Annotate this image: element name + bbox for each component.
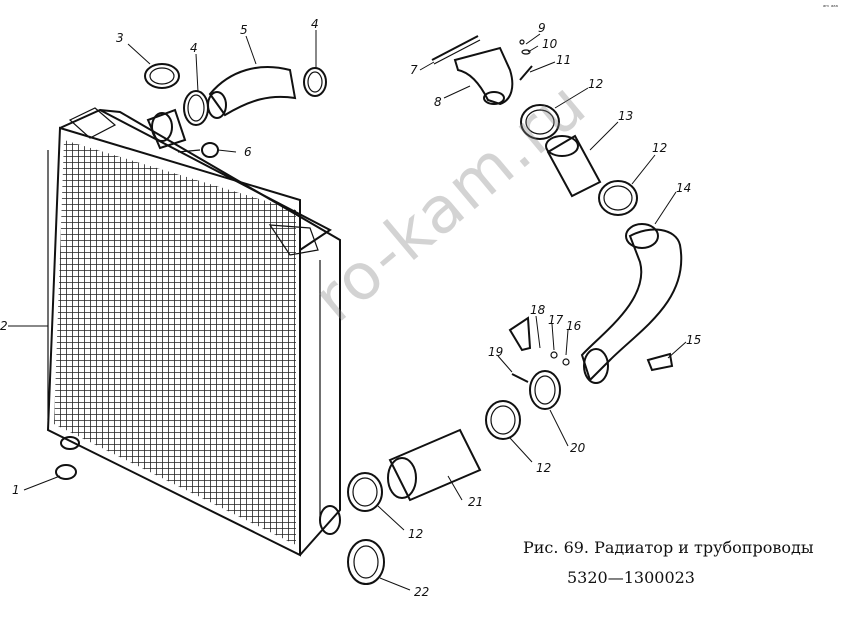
label-13: 13 [618, 109, 633, 123]
washers-16-17 [550, 351, 570, 366]
label-7: 7 [410, 63, 418, 77]
pipe-14 [580, 223, 683, 384]
hose-21 [387, 428, 482, 502]
label-11: 11 [556, 53, 571, 67]
clamp-12c [485, 400, 521, 440]
corner-mark: ᵃᵐ ᵃᵃᵃ [822, 4, 838, 11]
clamp-4a [183, 90, 209, 126]
label-12a: 12 [588, 77, 603, 91]
label-10: 10 [542, 37, 558, 51]
label-9: 9 [538, 21, 546, 35]
sleeve-22 [347, 539, 385, 585]
clamp-12d [347, 472, 383, 512]
caption-title: Рис. 69. Радиатор и трубопроводы [523, 538, 814, 557]
leader-lines [8, 30, 687, 591]
radiator-inlet-neck [146, 108, 187, 150]
clamp-12b [598, 180, 638, 216]
clamp-4b [303, 67, 327, 97]
label-1: 1 [12, 483, 20, 497]
bolt-19 [511, 373, 529, 383]
label-19: 19 [488, 345, 503, 359]
label-15: 15 [686, 333, 701, 347]
elbow-pipe-8 [453, 46, 514, 106]
label-16: 16 [566, 319, 582, 333]
gasket-7 [431, 35, 481, 65]
label-6: 6 [244, 145, 252, 159]
bolt-set [519, 39, 533, 81]
label-14: 14 [676, 181, 691, 195]
sleeve-13 [545, 134, 602, 198]
label-3: 3 [116, 31, 124, 45]
label-4a: 4 [190, 41, 198, 55]
label-12b: 12 [652, 141, 667, 155]
caption-code: 5320—1300023 [567, 568, 695, 587]
label-20: 20 [570, 441, 586, 455]
radiator-core [46, 107, 341, 557]
sleeve-3 [144, 63, 180, 89]
label-12d: 12 [408, 527, 423, 541]
label-8: 8 [434, 95, 442, 109]
label-18: 18 [530, 303, 546, 317]
label-5: 5 [240, 23, 248, 37]
clamp-20 [529, 370, 561, 410]
part-labels: 1 2 3 4 4 5 6 7 8 9 10 11 12 12 12 12 13… [0, 17, 701, 599]
drain-cock-15 [646, 352, 674, 372]
label-4b: 4 [311, 17, 319, 31]
label-2: 2 [0, 319, 8, 333]
hose-5 [207, 66, 297, 119]
label-21: 21 [468, 495, 483, 509]
clamp-12a [520, 104, 560, 140]
figure-caption: Рис. 69. Радиатор и трубопроводы 5320—13… [523, 533, 823, 593]
bracket-18 [508, 316, 532, 352]
radiator-outlet-neck [319, 505, 341, 535]
label-22: 22 [414, 585, 429, 599]
label-12c: 12 [536, 461, 551, 475]
label-17: 17 [548, 313, 564, 327]
drain-plug [55, 436, 80, 480]
